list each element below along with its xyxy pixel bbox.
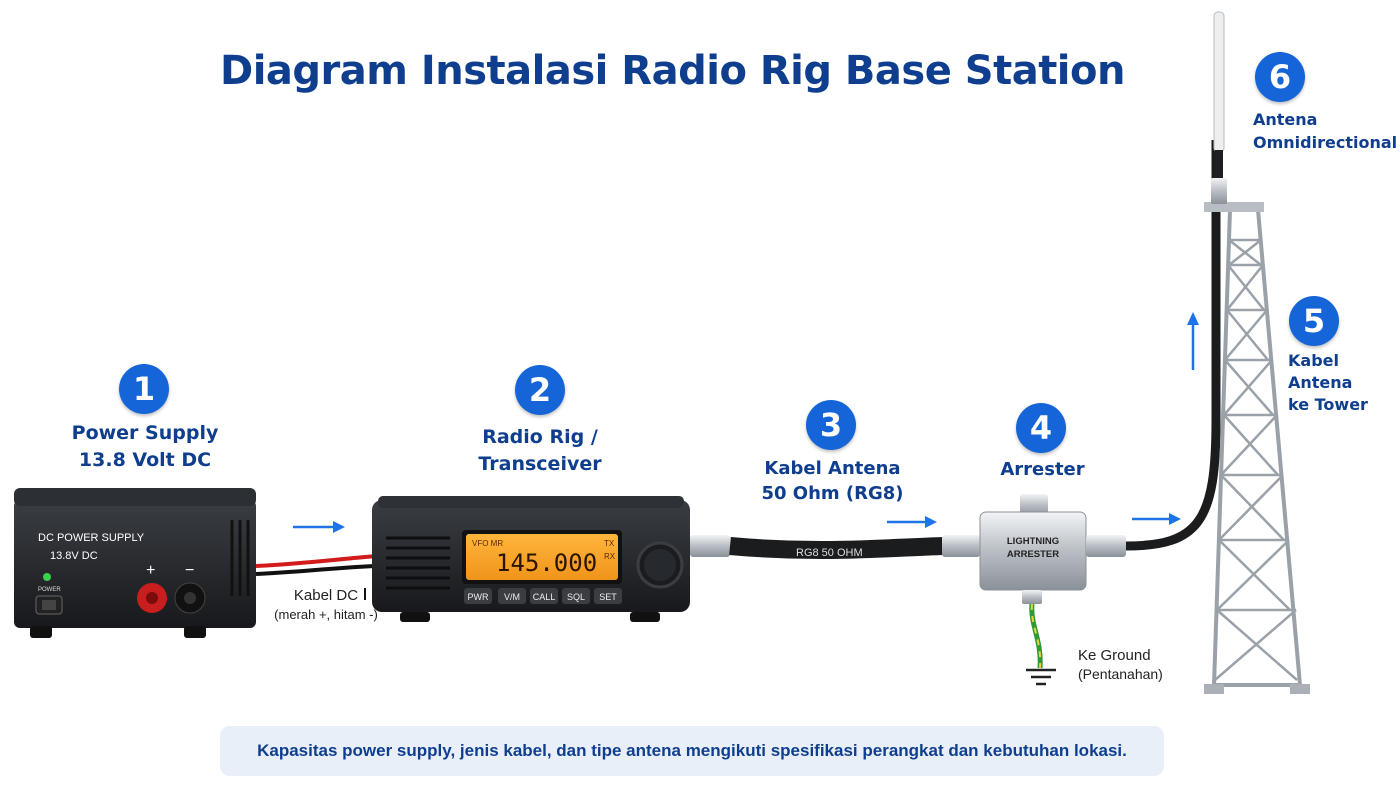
step-1-title: Power Supply [71, 422, 219, 444]
radio-button-pwr[interactable] [464, 588, 492, 604]
step-2-badge: 2 [515, 365, 565, 415]
radio-button-sql[interactable] [562, 588, 590, 604]
arrow-right-icon [887, 516, 937, 528]
radio-buttons [464, 588, 622, 604]
radio-button-label: SET [599, 592, 617, 602]
power-supply-unit [14, 488, 256, 638]
ground-subtitle: (Pentanahan) [1078, 666, 1163, 682]
radio-frequency: 145.000 [496, 549, 597, 577]
power-led-icon [43, 573, 51, 581]
radio-vfo-label: VFO MR [472, 539, 503, 548]
step-5-title: Kabel Antena [1288, 351, 1353, 392]
ground-wire [1029, 603, 1043, 669]
footer-note-text: Kapasitas power supply, jenis kabel, dan… [257, 741, 1127, 760]
radio-button-label: V/M [504, 592, 520, 602]
radio-transceiver [372, 496, 690, 622]
step-6-subtitle: Omnidirectional [1253, 133, 1398, 152]
psu-minus-label: − [185, 562, 194, 579]
step-1-subtitle: 13.8 Volt DC [78, 449, 212, 471]
step-4-badge: 4 [1016, 403, 1066, 453]
radio-button-set[interactable] [594, 588, 622, 604]
step-5-subtitle: ke Tower [1288, 395, 1368, 414]
step-6-label: Antena Omnidirectional [1253, 108, 1398, 154]
step-4-label: Arrester [970, 456, 1115, 483]
step-1-badge: 1 [119, 364, 169, 414]
ground-title: Ke Ground [1078, 647, 1151, 664]
radio-button-label: PWR [468, 592, 489, 602]
arrow-right-icon [293, 521, 345, 533]
step-5-badge: 5 [1289, 296, 1339, 346]
radio-button-label: CALL [533, 592, 556, 602]
radio-lcd-display [466, 534, 618, 580]
step-2-title: Radio Rig / [482, 426, 598, 448]
step-1-label: Power Supply 13.8 Volt DC [40, 420, 250, 474]
dc-cable-black [255, 564, 377, 576]
radio-button-vm[interactable] [498, 588, 526, 604]
step-3-badge: 3 [806, 400, 856, 450]
step-2-subtitle: Transceiver [478, 453, 602, 475]
step-3-subtitle: 50 Ohm (RG8) [761, 483, 904, 504]
psu-panel-text-1: DC POWER SUPPLY [38, 532, 145, 544]
step-6-badge: 6 [1255, 52, 1305, 102]
arrester-label-1: LIGHTNING [1007, 536, 1059, 547]
step-6-title: Antena [1253, 110, 1318, 129]
coax-print-label: RG8 50 OHM [796, 547, 863, 559]
step-3-title: Kabel Antena [764, 458, 901, 479]
cable-to-tower [1125, 140, 1221, 551]
lightning-arrester [979, 494, 1126, 604]
psu-power-label: POWER [38, 587, 61, 593]
step-3-label: Kabel Antena 50 Ohm (RG8) [735, 456, 930, 506]
dc-cable-red [255, 554, 377, 568]
step-4-title: Arrester [1000, 459, 1085, 480]
omnidirectional-antenna [1211, 11, 1227, 204]
arrow-right-icon [1132, 513, 1181, 525]
radio-rx-label: RX [604, 552, 616, 561]
step-2-label: Radio Rig / Transceiver [430, 424, 650, 478]
ground-symbol-icon [1026, 668, 1056, 686]
coax-cable-rg8 [729, 537, 945, 560]
radio-antenna-connector [690, 535, 730, 557]
footer-note: Kapasitas power supply, jenis kabel, dan… [220, 726, 1164, 776]
diagram-title: Diagram Instalasi Radio Rig Base Station [220, 48, 1125, 94]
radio-button-call[interactable] [530, 588, 558, 604]
psu-panel-text-2: 13.8V DC [50, 550, 98, 562]
arrester-label-2: ARRESTER [1007, 549, 1059, 560]
coax-connector [942, 535, 980, 557]
radio-tx-label: TX [604, 539, 615, 548]
dc-cable-title: Kabel DC [293, 587, 359, 604]
dc-cable-subtitle: (merah +, hitam -) [274, 607, 378, 622]
arrow-up-icon [1187, 312, 1199, 370]
flow-arrows [293, 312, 1199, 533]
antenna-tower [1204, 202, 1310, 694]
dc-cable-label: Kabel DC (merah +, hitam -) [256, 586, 396, 624]
ground-label: Ke Ground (Pentanahan) [1078, 646, 1188, 684]
step-5-label: Kabel Antena ke Tower [1288, 350, 1393, 416]
radio-button-label: SQL [567, 592, 585, 602]
psu-plus-label: + [146, 562, 155, 579]
